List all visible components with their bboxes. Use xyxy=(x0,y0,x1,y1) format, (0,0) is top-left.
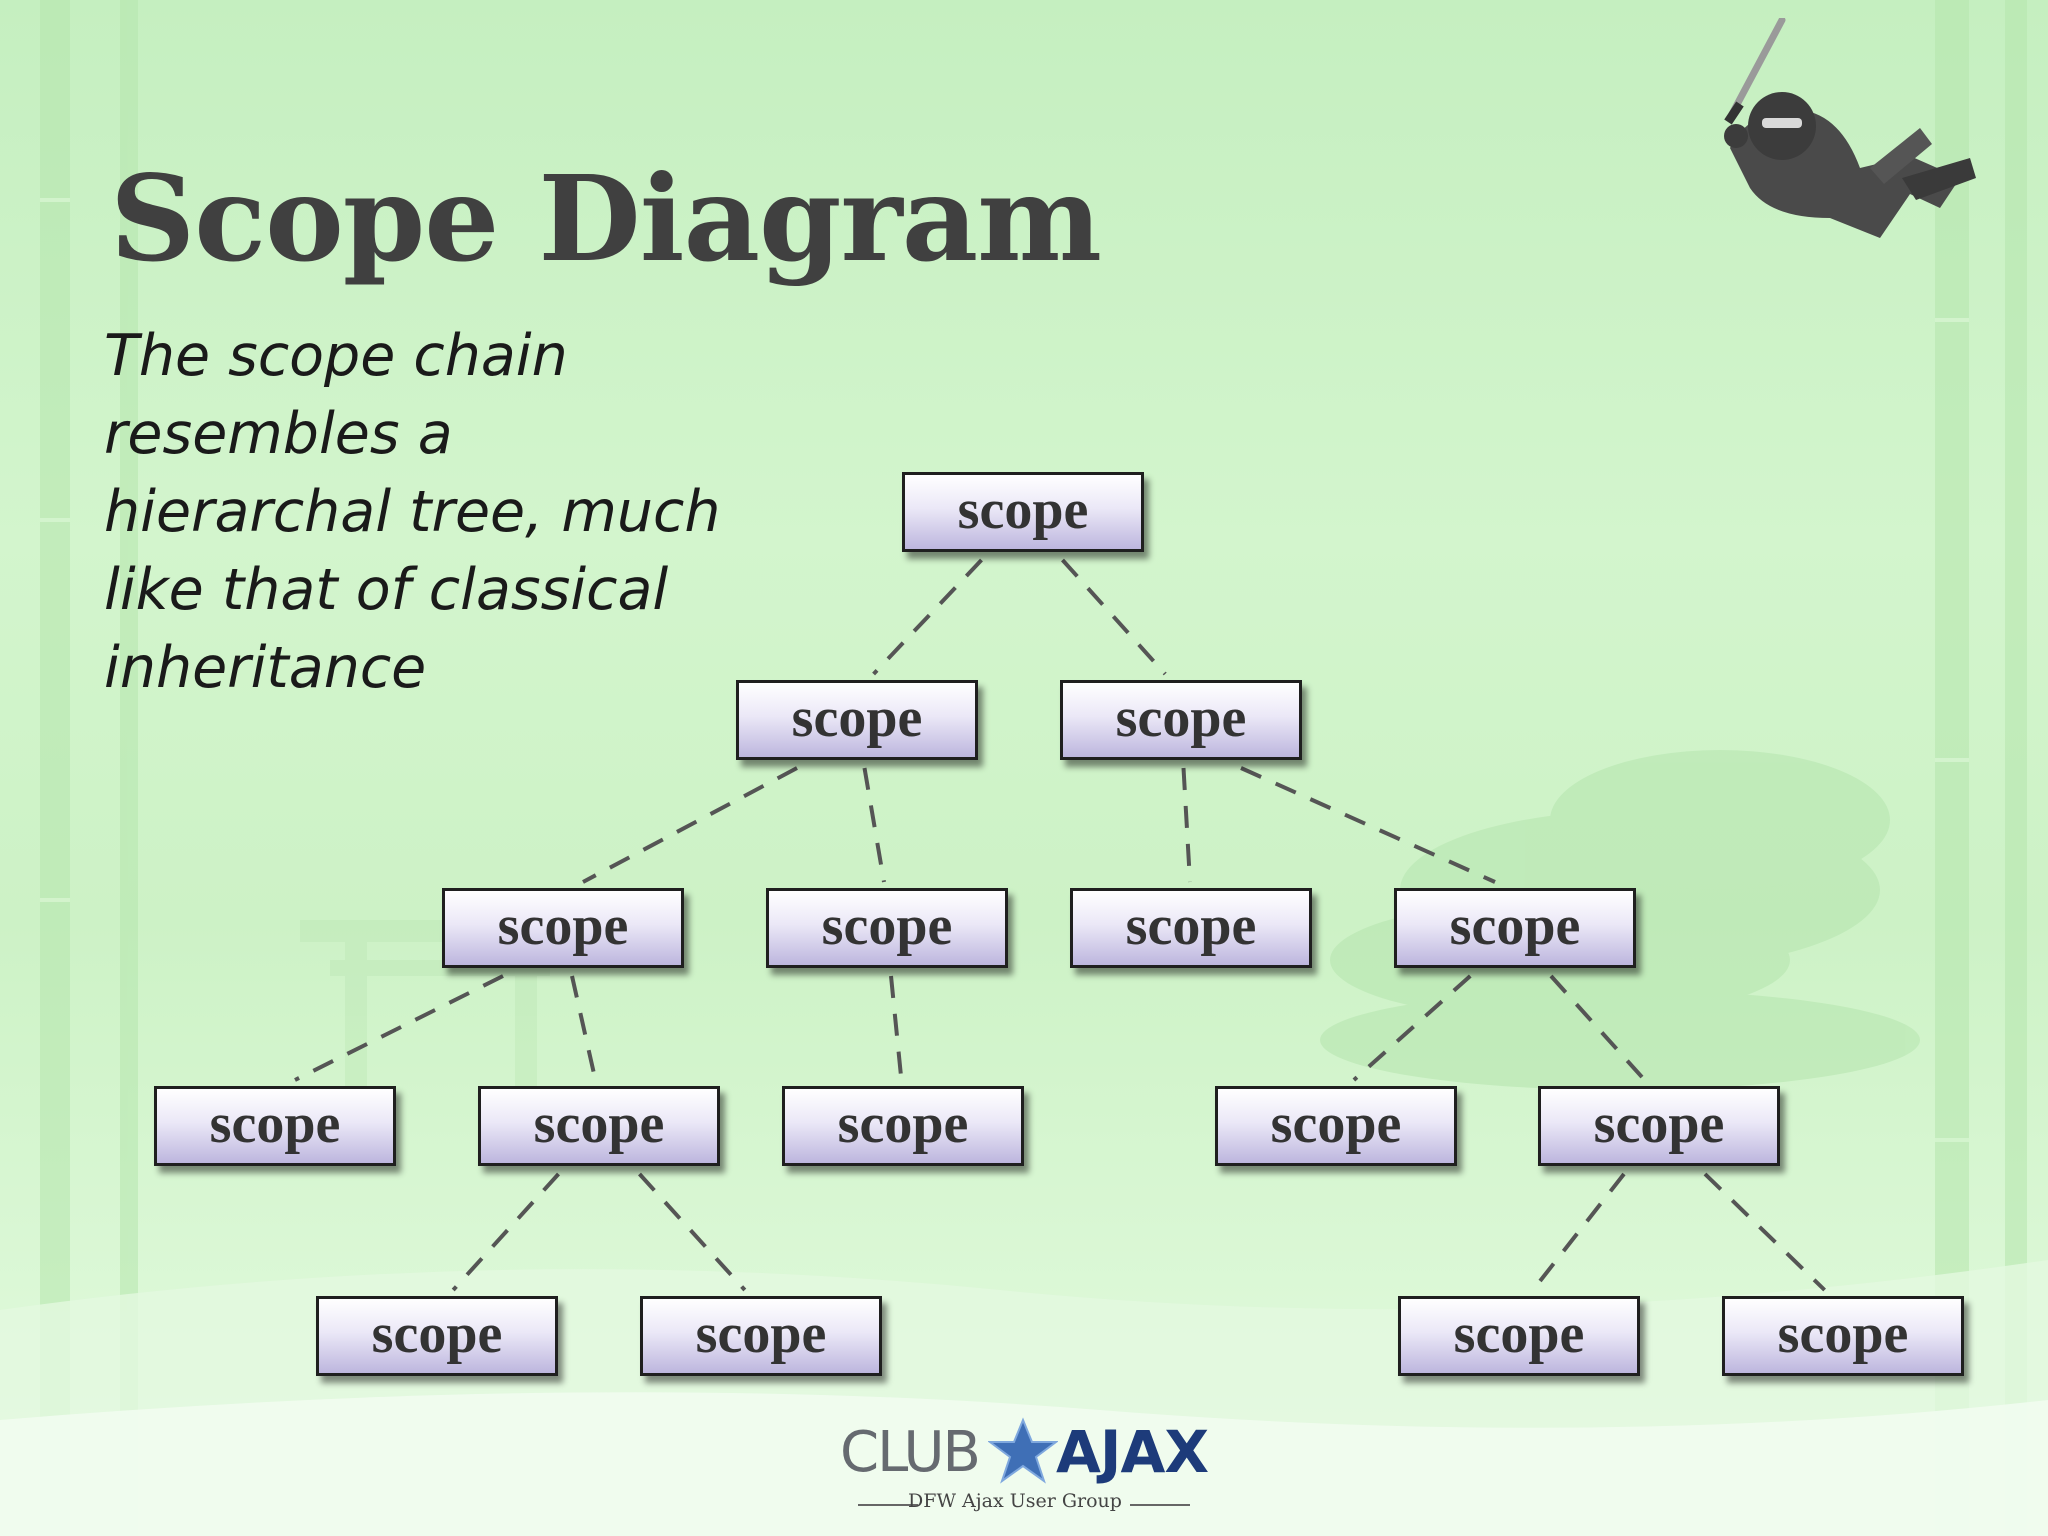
logo-ajax-text: AJAX xyxy=(1056,1418,1209,1486)
scope-node-l3-c: scope xyxy=(782,1086,1024,1166)
edge-l3-b-l4-b xyxy=(638,1172,747,1292)
edge-l3-e-l4-c xyxy=(1531,1172,1626,1292)
edge-root-l1-a xyxy=(872,558,983,676)
scope-node-l3-a: scope xyxy=(154,1086,396,1166)
star-icon xyxy=(988,1417,1058,1484)
edge-l2-a-l3-b xyxy=(570,975,598,1081)
scope-node-l3-b: scope xyxy=(478,1086,720,1166)
scope-node-l4-c: scope xyxy=(1398,1296,1640,1376)
slide-title: Scope Diagram xyxy=(110,149,1102,289)
logo-club-text: CLUB xyxy=(840,1420,981,1485)
scope-node-l4-d: scope xyxy=(1722,1296,1964,1376)
scope-node-l2-c: scope xyxy=(1070,888,1312,968)
scope-node-l3-e: scope xyxy=(1538,1086,1780,1166)
edge-root-l1-b xyxy=(1061,558,1167,676)
slide-description: The scope chain resembles a hierarchal t… xyxy=(104,323,721,701)
logo-divider xyxy=(858,1504,918,1506)
ninja-icon xyxy=(1724,18,1976,239)
edge-l3-e-l4-d xyxy=(1703,1172,1826,1292)
scope-node-l2-b: scope xyxy=(766,888,1008,968)
edge-l1-b-l2-c xyxy=(1181,767,1192,883)
edge-l3-b-l4-a xyxy=(451,1172,560,1292)
scope-node-l1-a: scope xyxy=(736,680,978,760)
logo-divider xyxy=(1130,1504,1190,1506)
edge-l2-d-l3-e xyxy=(1549,974,1647,1082)
edge-l2-a-l3-a xyxy=(294,974,504,1082)
edge-l1-a-l2-a xyxy=(582,766,798,884)
club-ajax-logo: CLUB AJAX DFW Ajax User Group xyxy=(838,1417,1209,1520)
edge-l1-b-l2-d xyxy=(1240,766,1496,884)
edge-l2-b-l3-c xyxy=(889,975,904,1081)
logo-tagline: DFW Ajax User Group xyxy=(908,1490,1122,1512)
scope-node-root: scope xyxy=(902,472,1144,552)
edge-l1-a-l2-b xyxy=(862,767,886,883)
scope-node-l2-a: scope xyxy=(442,888,684,968)
edge-l2-d-l3-d xyxy=(1352,974,1472,1082)
scope-node-l3-d: scope xyxy=(1215,1086,1457,1166)
scope-node-l4-b: scope xyxy=(640,1296,882,1376)
scope-node-l2-d: scope xyxy=(1394,888,1636,968)
scope-node-l1-b: scope xyxy=(1060,680,1302,760)
scope-node-l4-a: scope xyxy=(316,1296,558,1376)
